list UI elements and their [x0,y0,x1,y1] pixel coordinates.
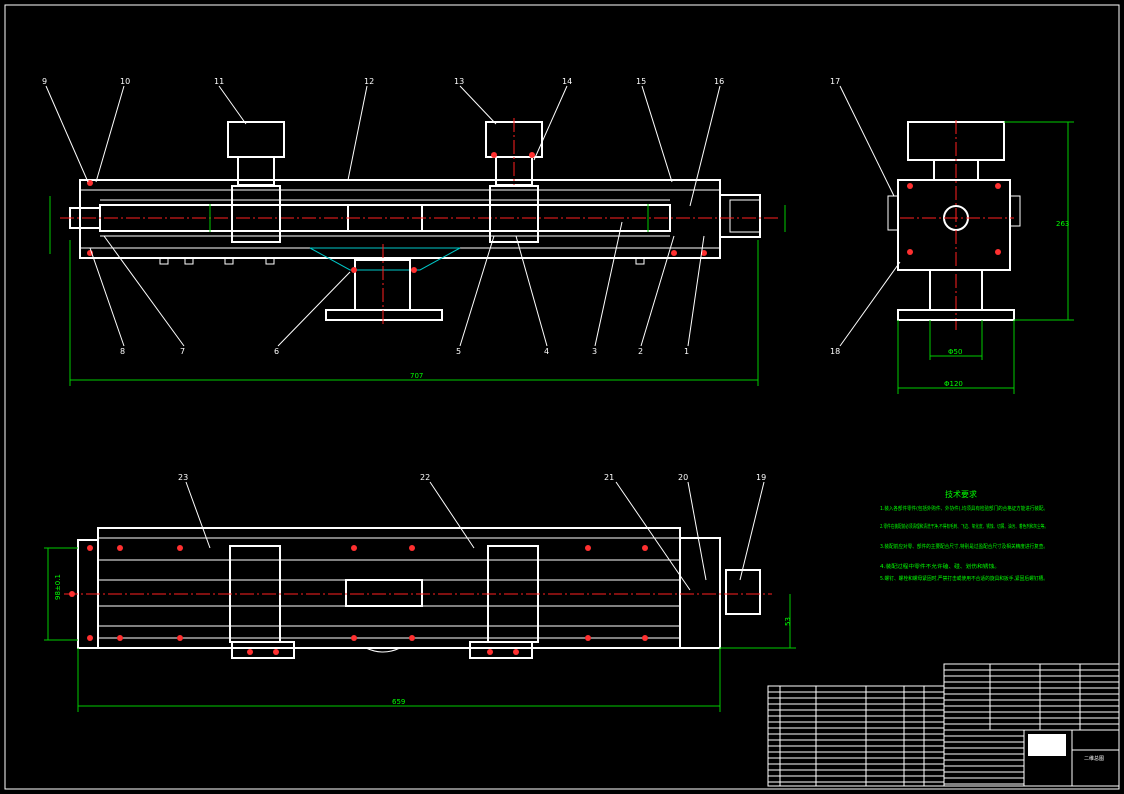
label-2: 2 [638,347,643,356]
title-block: 二维总图 [943,663,1120,787]
label-8: 8 [120,347,125,356]
note-5: 5.螺钉、螺栓和螺母紧固时,严禁打击或使用不合适的旋具和扳手,紧固后螺钉槽。 [880,575,1048,582]
technical-notes: 技术要求 1.装入各部件零件(包括外购件、外协件),均须具有检验部门的合格证方能… [880,489,1048,582]
label-23: 23 [178,473,188,482]
label-21: 21 [604,473,614,482]
label-12: 12 [364,77,374,86]
front-overall-dim: 707 [410,372,423,380]
front-view: 707 9 10 11 12 13 14 15 16 8 7 6 5 4 3 2 [42,77,786,386]
note-2: 2.零件在装配前必须清理和清洗干净,不得有毛刺、飞边、氧化皮、锈蚀、切屑、油污、… [880,523,1048,530]
plan-overall-dim: 659 [392,698,405,706]
label-13: 13 [454,77,464,86]
label-9: 9 [42,77,47,86]
label-14: 14 [562,77,572,86]
label-19: 19 [756,473,766,482]
label-11: 11 [214,77,224,86]
label-15: 15 [636,77,646,86]
plan-view: 659 98±0.1 53 23 22 21 20 19 [44,473,796,712]
label-10: 10 [120,77,130,86]
label-5: 5 [456,347,461,356]
label-4: 4 [544,347,549,356]
label-16: 16 [714,77,724,86]
notes-title: 技术要求 [945,489,977,499]
side-inner-dim: Φ50 [948,348,962,356]
drawing-border [4,4,1120,790]
note-1: 1.装入各部件零件(包括外购件、外协件),均须具有检验部门的合格证方能进行装配。 [880,505,1048,512]
label-22: 22 [420,473,430,482]
note-3: 3.装配前应对零、部件的主要配合尺寸,特别是过盈配合尺寸及相关精度进行复查。 [880,543,1048,550]
label-18: 18 [830,347,840,356]
label-7: 7 [180,347,185,356]
plan-offset-dim: 53 [784,617,792,626]
label-1: 1 [684,347,689,356]
label-20: 20 [678,473,688,482]
label-17: 17 [830,77,840,86]
drawing-name: 二维总图 [1084,755,1104,762]
side-height-dim: 263 [1056,220,1069,228]
parts-list [767,685,945,787]
side-view: 263 Φ120 Φ50 17 18 [830,77,1074,394]
label-3: 3 [592,347,597,356]
plan-height-dim: 98±0.1 [54,574,62,600]
label-6: 6 [274,347,279,356]
note-4: 4.装配过程中零件不允许磕、碰、划伤和锈蚀。 [880,563,1000,570]
side-width-dim: Φ120 [944,380,963,388]
